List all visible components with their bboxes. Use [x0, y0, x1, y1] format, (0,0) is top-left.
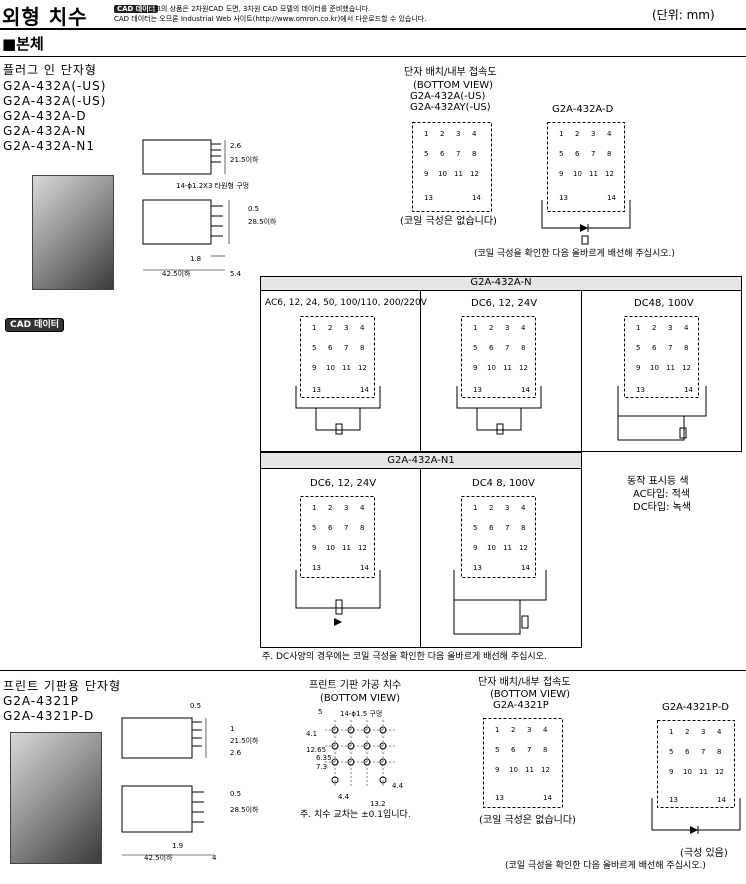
n-table-header: G2A-432A-N — [260, 276, 742, 291]
pcb-hole-dim-4-4b: 4.4 — [338, 793, 350, 801]
cad-note-line1: 마크의 상품은 2차원CAD 도면, 3차원 CAD 모델의 데이터를 준비했습… — [148, 5, 371, 13]
indicator-dc: DC타입: 녹색 — [633, 502, 692, 513]
terminal-model-left: G2A-432AY(-US) — [410, 102, 491, 113]
pcb-hole-tolerance: 주. 치수 교차는 ±0.1입니다. — [300, 810, 411, 820]
dim-5-4: 5.4 — [230, 270, 242, 278]
indicator-ac: AC타입: 적색 — [633, 489, 690, 500]
indicator-title: 동작 표시등 색 — [627, 476, 689, 487]
pcb-relay-photo — [10, 732, 102, 864]
cad-note-line2: CAD 데이터는 오므론 Industrial Web 사이트(http://w… — [114, 15, 427, 23]
plugin-model: G2A-432A(-US) — [3, 94, 107, 108]
plugin-model: G2A-432A(-US) — [3, 79, 107, 93]
pcb-dim-0-5: 0.5 — [190, 702, 202, 710]
pcb-hole-dim-4-4a: 4.4 — [392, 782, 404, 790]
n1-cell-label: DC6, 12, 24V — [310, 478, 377, 489]
terminal-note-left: (코일 극성은 없습니다) — [400, 216, 497, 227]
n-cell-label: DC48, 100V — [634, 298, 694, 309]
pcb-dimension-drawing — [121, 717, 214, 856]
dim-1-8: 1.8 — [190, 255, 202, 263]
dim-28-5: 28.5이하 — [248, 218, 277, 226]
pcb-diode-circuit — [651, 798, 741, 834]
pcb-hole-dim-6-35: 6.35 — [316, 754, 332, 762]
pcb-hole-dim-7-3: 7.3 — [316, 763, 328, 771]
dim-2-6: 2.6 — [230, 142, 242, 150]
pcb-dim-28-5: 28.5이하 — [230, 806, 259, 814]
dim-hole: 14-ϕ1.2X3 타원형 구멍 — [176, 182, 250, 190]
dim-42-5: 42.5이하 — [162, 270, 191, 278]
pcb-dim-1-9: 1.9 — [172, 842, 184, 850]
pcb-terminal-model-left: G2A-4321P — [493, 700, 549, 711]
terminal-title: 단자 배치/내부 접속도 — [404, 67, 497, 78]
pcb-hole-dim-13-2: 13.2 — [370, 800, 386, 808]
n-cell-label: AC6, 12, 24, 50, 100/110, 200/220V — [265, 298, 427, 308]
pcb-hole-dim-12-65: 12.65 — [306, 746, 327, 754]
plugin-title: 플러그 인 단자형 — [3, 63, 97, 77]
n-circuit-1 — [295, 386, 381, 435]
plugin-model: G2A-432A-N1 — [3, 139, 95, 153]
n1-circuit-1 — [295, 570, 381, 626]
pcb-dim-1: 1 — [230, 725, 235, 733]
dc-note: 주. DC사양의 경우에는 코일 극성을 확인한 다음 올바르게 배선해 주십시… — [262, 652, 547, 662]
header-rule — [0, 28, 746, 30]
pcb-terminal-title: 단자 배치/내부 접속도 — [478, 677, 571, 688]
page-title: 외형 치수 — [2, 5, 88, 29]
pcb-model: G2A-4321P-D — [3, 709, 95, 723]
cad-data-badge[interactable]: CAD 데이터 — [114, 5, 159, 14]
pcb-dim-0-5b: 0.5 — [230, 790, 242, 798]
cad-data-button[interactable]: CAD 데이터 — [5, 318, 65, 333]
n-circuit-3 — [617, 386, 707, 441]
pcb-dim-21-5: 21.5이하 — [230, 737, 259, 745]
pcb-hole-dim-5: 5 — [318, 708, 323, 716]
terminal-model-left: G2A-432A(-US) — [410, 91, 486, 102]
plugin-model: G2A-432A-N — [3, 124, 87, 138]
pcb-hole-count: 14-ϕ1.5 구멍 — [340, 710, 383, 718]
n1-table-header: G2A-432A-N1 — [260, 452, 582, 469]
pcb-dim-2-6: 2.6 — [230, 749, 242, 757]
n1-circuit-2 — [453, 570, 547, 635]
n-cell-label: DC6, 12, 24V — [471, 298, 538, 309]
pcb-divider — [0, 670, 746, 671]
terminal-model-right: G2A-432A-D — [552, 104, 614, 115]
pcb-hole-dim-4-1: 4.1 — [306, 730, 318, 738]
pcb-model: G2A-4321P — [3, 694, 79, 708]
pcb-dim-42-5: 42.5이하 — [144, 854, 173, 862]
unit-label: (단위: mm) — [652, 8, 715, 22]
pcb-hole-grid — [325, 720, 395, 788]
pcb-title: 프린트 기판용 단자형 — [3, 679, 121, 693]
plugin-dimension-drawing — [142, 139, 230, 271]
diode-circuit — [541, 200, 631, 245]
terminal-note-right: (코일 극성을 확인한 다음 올바르게 배선해 주십시오.) — [474, 249, 675, 259]
pcb-terminal-note-left: (코일 극성은 없습니다) — [479, 815, 576, 826]
relay-photo — [32, 175, 114, 290]
n1-cell-label: DC4 8, 100V — [472, 478, 535, 489]
pcb-terminal-note-right1: (극성 있음) — [680, 848, 728, 859]
pcb-terminal-bottom-view: (BOTTOM VIEW) — [490, 689, 571, 700]
section-rule — [0, 56, 746, 57]
n-circuit-2 — [456, 386, 542, 435]
pcb-terminal-model-right: G2A-4321P-D — [662, 702, 729, 713]
pcb-terminal-note-right2: (코일 극성을 확인한 다음 올바르게 배선해 주십시오.) — [505, 861, 706, 871]
pcb-hole-title: 프린트 기판 가공 치수 — [309, 680, 402, 691]
dim-21-5: 21.5이하 — [230, 156, 259, 164]
pcb-dim-4: 4 — [212, 854, 217, 862]
plugin-model: G2A-432A-D — [3, 109, 87, 123]
dim-0-5: 0.5 — [248, 205, 260, 213]
section-title: ■본체 — [2, 35, 44, 53]
terminal-bottom-view: (BOTTOM VIEW) — [413, 80, 494, 91]
pcb-hole-bottom-view: (BOTTOM VIEW) — [320, 693, 401, 704]
